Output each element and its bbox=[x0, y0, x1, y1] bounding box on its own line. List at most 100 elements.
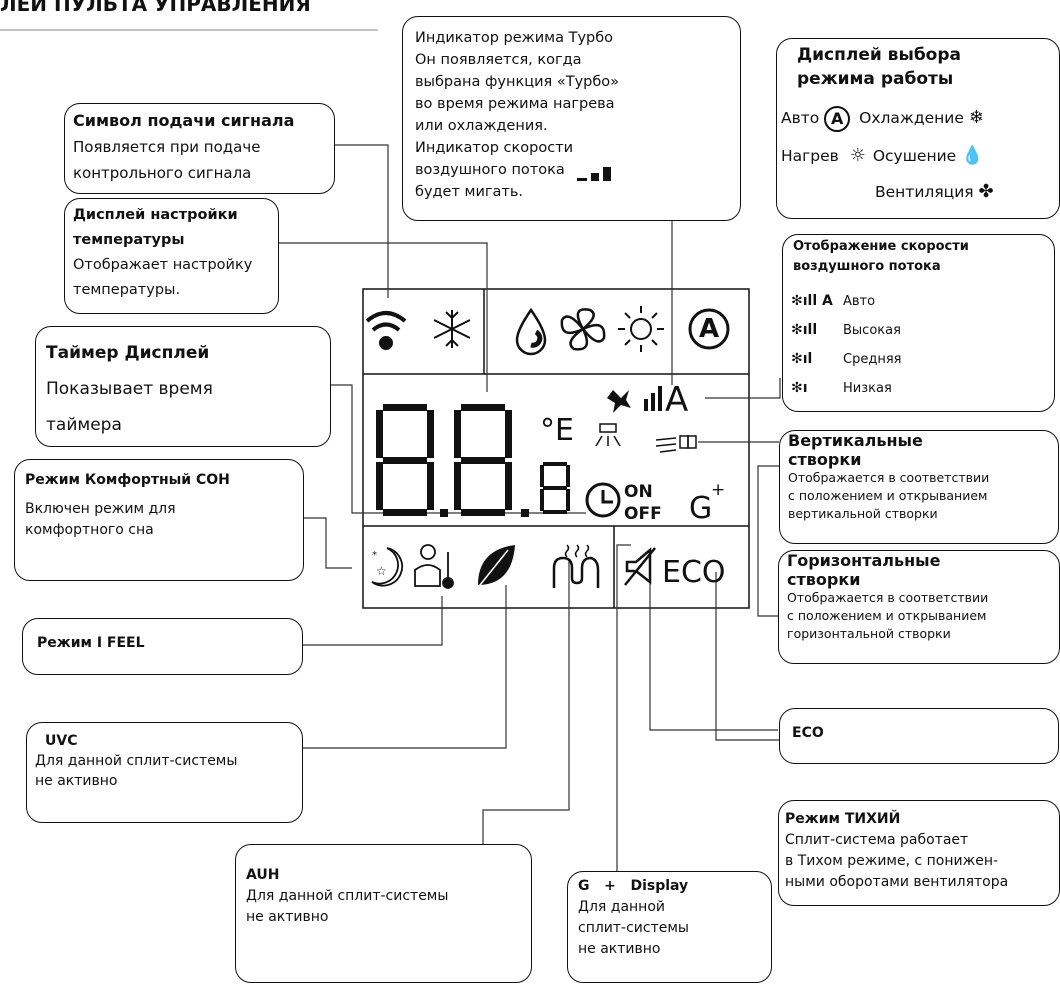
sleep-line-2: комфортного сна bbox=[25, 522, 154, 538]
uvc-callout: UVC Для данной сплит-системы не активно bbox=[26, 722, 303, 823]
turbo-line-8: будет мигать. bbox=[415, 184, 523, 200]
lcd-on-label: ON bbox=[624, 482, 653, 502]
heater-icon bbox=[552, 544, 600, 588]
mode-cool-label: Охлаждение bbox=[859, 109, 964, 127]
ifeel-callout: Режим I FEEL bbox=[22, 618, 303, 675]
turbo-indicator-callout: Индикатор режима Турбо Он появляется, ко… bbox=[402, 16, 741, 221]
signal-line-1: Появляется при подаче bbox=[73, 138, 261, 156]
sleep-line-1: Включен режим для bbox=[25, 501, 176, 517]
comfort-sleep-callout: Режим Комфортный СОН Включен режим для к… bbox=[14, 459, 304, 581]
mode-heat-label: Нагрев bbox=[781, 147, 839, 165]
lcd-eco-label: ECO bbox=[662, 555, 726, 590]
fan-speed-medium-icon: ✻ıl bbox=[791, 351, 813, 367]
connector-eco bbox=[715, 572, 779, 741]
fan-icon bbox=[560, 308, 606, 351]
timer-line-2: таймера bbox=[46, 415, 122, 435]
sleep-title: Режим Комфортный СОН bbox=[25, 472, 230, 488]
temperature-unit: °E bbox=[540, 413, 574, 448]
gplus-line-2: сплит-системы bbox=[578, 920, 689, 936]
temp-title-1: Дисплей настройки bbox=[73, 207, 238, 223]
connector-horizontal bbox=[757, 465, 779, 617]
turbo-line-6: Индикатор скорости bbox=[415, 140, 574, 156]
turbo-line-7: воздушного потока bbox=[415, 159, 728, 181]
horizontal-title-2: створки bbox=[787, 570, 861, 589]
mode-auto-label: Авто bbox=[781, 109, 820, 127]
mode-select-callout: Дисплей выбора режима работы Авто A Охла… bbox=[776, 38, 1060, 219]
leaf-icon bbox=[475, 545, 515, 591]
connector-quiet bbox=[649, 560, 778, 731]
connector-uvc bbox=[302, 585, 507, 749]
horizontal-louver-icon bbox=[655, 435, 697, 453]
horizontal-line-1: Отображается в соответствии bbox=[787, 590, 989, 605]
timer-display-callout: Таймер Дисплей Показывает время таймера bbox=[35, 326, 331, 447]
temp-line-2: температуры. bbox=[73, 282, 181, 298]
svg-text:*: * bbox=[372, 550, 377, 561]
cool-snowflake-icon: ❄ bbox=[968, 107, 984, 128]
horizontal-line-3: горизонтальной створки bbox=[787, 626, 951, 641]
quiet-line-3: ными оборотами вентилятора bbox=[785, 874, 1009, 890]
lcd-fan-auto-letter: A bbox=[665, 380, 688, 420]
fan-speed-title-1: Отображение скорости bbox=[793, 239, 969, 254]
lcd-g-label: G bbox=[689, 491, 712, 526]
signal-line-2: контрольного сигнала bbox=[73, 164, 252, 182]
signal-title: Символ подачи сигнала bbox=[73, 111, 295, 130]
connector-gplus bbox=[616, 544, 631, 872]
page-title: ЛЕЙ ПУЛЬТА УПРАВЛЕНИЯ bbox=[0, 0, 311, 16]
uvc-line-1: Для данной сплит-системы bbox=[35, 753, 238, 769]
gplus-line-3: не активно bbox=[578, 941, 661, 957]
gplus-display-callout: G + Display Для данной сплит-системы не … bbox=[567, 871, 772, 983]
fan-speed-high-icon: ✻ıll bbox=[791, 322, 818, 338]
svg-text:☆: ☆ bbox=[376, 564, 387, 578]
mode-fan-label: Вентиляция bbox=[875, 183, 974, 201]
turbo-line-2: Он появляется, когда bbox=[415, 52, 582, 68]
ifeel-title: Режим I FEEL bbox=[37, 635, 145, 651]
wifi-signal-icon bbox=[365, 311, 407, 350]
turbo-line-5: или охлаждения. bbox=[415, 118, 548, 134]
fan-blade-icon: ✤ bbox=[978, 181, 994, 202]
fan-speed-title-2: воздушного потока bbox=[793, 259, 941, 274]
lcd-plus-label: + bbox=[711, 480, 725, 500]
auh-title: AUH bbox=[246, 867, 280, 883]
quiet-line-1: Сплит-система работает bbox=[785, 832, 969, 848]
vertical-line-2: с положением и открыванием bbox=[788, 488, 988, 503]
turbo-line-4: во время режима нагрева bbox=[415, 96, 615, 112]
temp-title-2: температуры bbox=[73, 232, 185, 248]
clock-icon bbox=[585, 482, 621, 518]
eco-callout: ECO bbox=[779, 708, 1059, 764]
connector-fan-speed bbox=[705, 378, 781, 399]
dry-drop-icon: 💧 bbox=[961, 145, 984, 166]
horizontal-line-2: с положением и открыванием bbox=[787, 608, 987, 623]
mode-title-1: Дисплей выбора bbox=[797, 45, 962, 65]
connector-auh bbox=[482, 560, 570, 870]
quiet-title: Режим ТИХИЙ bbox=[785, 811, 901, 827]
turbo-line-1: Индикатор режима Турбо bbox=[415, 30, 614, 46]
heat-sun-icon: ☼ bbox=[849, 145, 866, 166]
temperature-setting-callout: Дисплей настройки температуры Отображает… bbox=[64, 198, 279, 314]
vertical-title-2: створки bbox=[788, 450, 862, 469]
gplus-line-1: Для данной bbox=[578, 899, 665, 915]
fan-speed-low-icon: ✻ı bbox=[791, 380, 808, 396]
signal-symbol-callout: Символ подачи сигнала Появляется при под… bbox=[64, 103, 335, 194]
vertical-title-1: Вертикальные bbox=[788, 431, 923, 450]
mode-row-1: Авто A Охлаждение ❄ bbox=[781, 105, 984, 132]
auh-line-1: Для данной сплит-системы bbox=[246, 888, 449, 904]
eco-title: ECO bbox=[792, 725, 824, 741]
connector-lines bbox=[278, 144, 781, 872]
snowflake-icon bbox=[433, 310, 471, 348]
fan-speed-auto-icon: ✻ıll A bbox=[791, 293, 833, 309]
auto-mode-icon bbox=[688, 308, 730, 350]
uvc-line-2: не активно bbox=[35, 773, 118, 789]
mode-title-2: режима работы bbox=[797, 69, 954, 89]
horizontal-louvers-callout: Горизонтальные створки Отображается в со… bbox=[778, 550, 1060, 664]
mode-row-3: Вентиляция ✤ bbox=[875, 179, 994, 205]
temperature-digits bbox=[376, 404, 570, 517]
auh-callout: AUH Для данной сплит-системы не активно bbox=[235, 844, 532, 983]
vertical-louver-icon bbox=[595, 423, 621, 447]
sleep-moon-icon: * ☆ bbox=[371, 547, 404, 587]
turbo-line-3: выбрана функция «Турбо» bbox=[415, 74, 620, 90]
connector-ifeel bbox=[302, 596, 443, 646]
